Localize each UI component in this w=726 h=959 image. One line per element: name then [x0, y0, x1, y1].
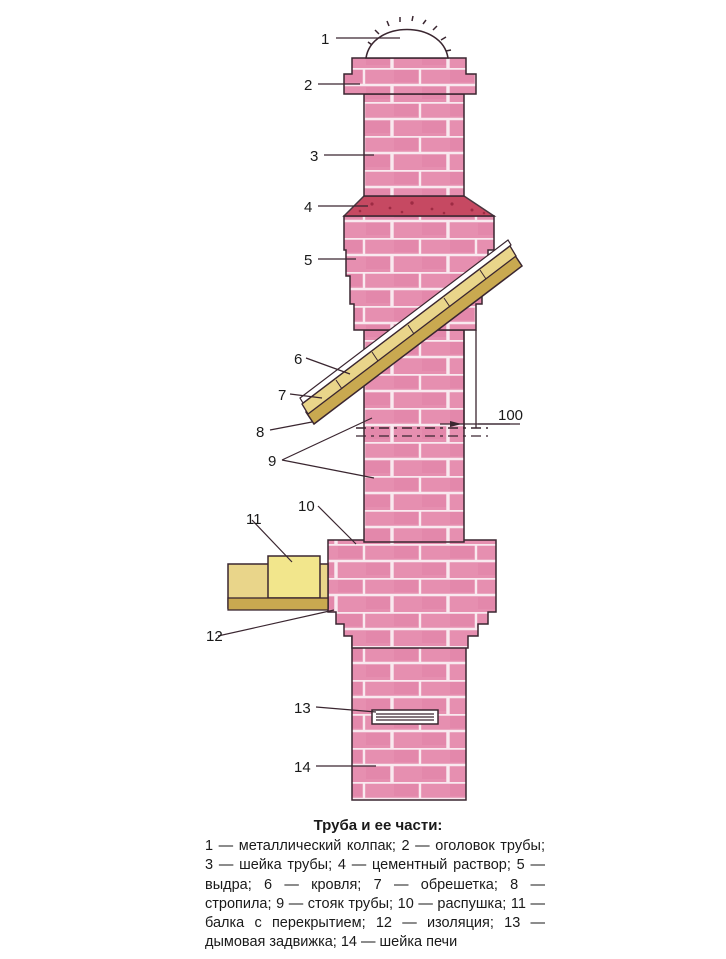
label-4: 4: [304, 199, 312, 216]
label-1: 1: [321, 31, 329, 48]
ceiling-beam-assembly: [227, 555, 329, 611]
dimension-100: 100: [356, 330, 523, 437]
chimney-head: [343, 57, 477, 95]
label-9: 9: [268, 453, 276, 470]
label-8: 8: [256, 424, 264, 441]
roof-assembly: [299, 239, 524, 426]
label-13: 13: [294, 700, 311, 717]
chimney: [327, 15, 497, 801]
label-6: 6: [294, 351, 302, 368]
leader-lines: [217, 37, 400, 767]
label-3: 3: [310, 148, 318, 165]
label-7: 7: [278, 387, 286, 404]
label-10: 10: [298, 498, 315, 515]
label-12: 12: [206, 628, 223, 645]
insulation: [267, 555, 321, 599]
lathing-joints: [335, 269, 487, 390]
caption-title: Труба и ее части:: [313, 817, 443, 834]
label-2: 2: [304, 77, 312, 94]
cap-rivets: [367, 15, 452, 52]
caption-body: 1 — металлический колпак; 2 — оголовок т…: [205, 838, 545, 951]
fluffing: [327, 539, 497, 649]
label-5: 5: [304, 252, 312, 269]
chimney-neck: [363, 93, 465, 197]
cement-speckle: [358, 201, 486, 215]
label-11: 11: [246, 511, 262, 528]
ceiling-board: [227, 597, 329, 611]
dimension-label: 100: [498, 407, 523, 424]
part-labels: 1 2 3 4 5 6 7 8 9 10 11 12 13 14: [206, 31, 329, 776]
figure-caption: Труба и ее части: 1 — металлический колп…: [205, 817, 545, 953]
smoke-damper: [371, 709, 439, 725]
roofing: [299, 239, 512, 404]
label-14: 14: [294, 759, 311, 776]
